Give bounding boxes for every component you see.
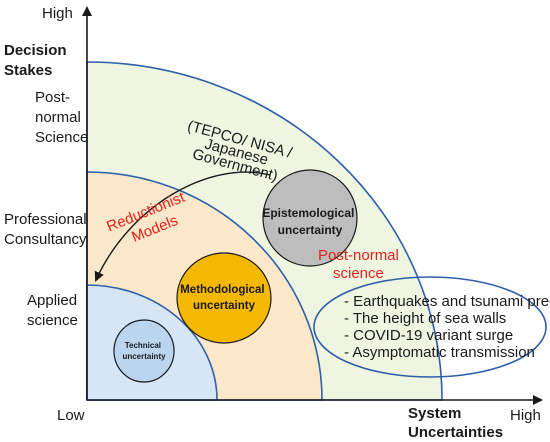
example-item: - Earthquakes and tsunami predictions xyxy=(344,293,550,310)
reductionist-arrow xyxy=(94,171,271,282)
methodological-uncertainty-circle xyxy=(176,252,272,344)
technical-uncertainty-label: Technical uncertainty xyxy=(122,341,166,361)
x-axis-low-label: Low xyxy=(57,407,85,424)
y-axis-high-label: High xyxy=(42,5,73,22)
x-axis-high-label: High xyxy=(510,407,541,424)
technical-uncertainty-circle xyxy=(113,319,175,383)
example-item: - The height of sea walls xyxy=(344,310,506,327)
examples-ellipse xyxy=(313,276,547,378)
example-item: - Asymptomatic transmission xyxy=(344,344,535,361)
example-item: - COVID-19 variant surge xyxy=(344,327,513,344)
post-normal-science-red-label: Post-normal science xyxy=(318,247,403,282)
applied-science-label: Applied science xyxy=(27,292,81,329)
methodological-uncertainty-label: Methodological uncertainty xyxy=(180,284,268,312)
examples-list: - Earthquakes and tsunami predictions - … xyxy=(344,293,550,361)
x-axis-title: System Uncertainties xyxy=(408,405,503,441)
y-axis-title: Decision Stakes xyxy=(4,42,71,79)
epistemological-uncertainty-label: Epistemological uncertainty xyxy=(262,206,357,237)
post-normal-science-label: Post- normal Science xyxy=(35,89,88,146)
epistemological-uncertainty-circle xyxy=(262,169,358,267)
professional-consultancy-label: Professional Consultancy xyxy=(4,211,91,248)
